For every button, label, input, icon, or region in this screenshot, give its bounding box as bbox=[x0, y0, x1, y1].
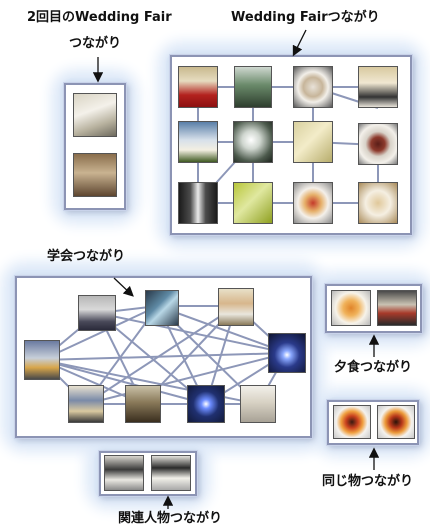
label-wedding-fair: Wedding Fairつながり bbox=[231, 10, 380, 25]
photo-napkin-setting bbox=[233, 182, 273, 224]
photo-speaker-poster bbox=[218, 288, 254, 326]
photo-head-table bbox=[178, 121, 218, 163]
photo-flowers bbox=[233, 121, 273, 163]
photo-appetizer bbox=[293, 182, 333, 224]
label-related-person: 関連人物つながり bbox=[118, 511, 223, 526]
photo-lecture-hall bbox=[125, 385, 161, 423]
photo-bulletin-board bbox=[68, 385, 104, 423]
label-second-fair-line2: つながり bbox=[69, 36, 122, 51]
photo-wedding-cake bbox=[178, 182, 218, 224]
photo-paper-sheet bbox=[240, 385, 276, 423]
photo-circuit-board bbox=[145, 290, 179, 326]
label-academic: 学会つながり bbox=[47, 249, 126, 264]
photo-blue-light bbox=[187, 385, 225, 423]
photo-lab-device bbox=[24, 340, 60, 380]
photo-glasses bbox=[293, 121, 333, 163]
photo-bento bbox=[377, 290, 417, 326]
photo-dessert bbox=[358, 182, 398, 224]
photo-dining-hall bbox=[178, 66, 218, 108]
photo-city-view bbox=[234, 66, 272, 108]
label-dinner: 夕食つながり bbox=[334, 360, 413, 375]
photo-banquet-table bbox=[73, 93, 117, 137]
photo-person-writing bbox=[151, 455, 191, 491]
label-second-fair-line1: 2回目のWedding Fair bbox=[27, 10, 172, 25]
photo-red-dish-2 bbox=[377, 405, 415, 439]
photo-red-dish-1 bbox=[333, 405, 371, 439]
photo-plated-dish bbox=[293, 66, 333, 108]
label-same-object: 同じ物つながり bbox=[322, 474, 414, 489]
photo-chairs-row bbox=[73, 153, 117, 197]
photo-presentation bbox=[78, 295, 116, 331]
photo-pasta bbox=[331, 290, 371, 326]
photo-soup-plate bbox=[358, 123, 398, 165]
photo-person-laptop bbox=[104, 455, 144, 491]
photo-couple bbox=[358, 66, 398, 108]
photo-glowing-device bbox=[268, 333, 306, 373]
